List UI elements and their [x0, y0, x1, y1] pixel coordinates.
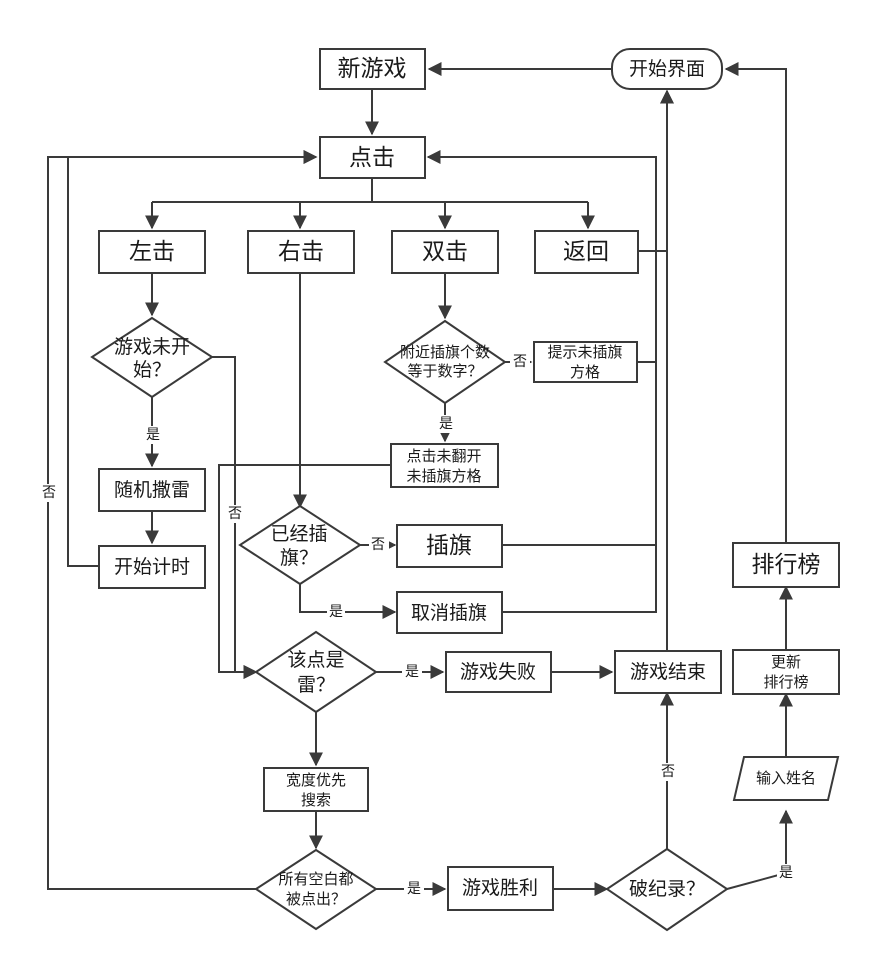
label-all-blank-yes: 是 — [407, 881, 421, 897]
edge-unflagged-to-mine — [218, 464, 391, 679]
svg-text:取消插旗: 取消插旗 — [411, 602, 487, 624]
svg-text:开始计时: 开始计时 — [114, 556, 190, 578]
node-game-fail: 游戏失败 — [445, 651, 552, 693]
node-already-flagged: 已经插 旗？ — [238, 504, 362, 586]
svg-text:点击未翻开: 点击未翻开 — [406, 447, 481, 465]
svg-text:开始界面: 开始界面 — [629, 58, 705, 80]
node-new-game: 新游戏 — [319, 48, 426, 90]
node-click: 点击 — [319, 136, 426, 179]
node-start-screen: 开始界面 — [611, 48, 723, 90]
node-input-name: 输入姓名 — [732, 756, 840, 801]
svg-text:方格: 方格 — [570, 363, 600, 381]
node-double-click: 双击 — [391, 230, 499, 274]
svg-text:等于数字？: 等于数字？ — [407, 362, 482, 380]
node-start-timer: 开始计时 — [98, 545, 206, 589]
edge-click-branch — [152, 178, 588, 203]
svg-text:宽度优先: 宽度优先 — [286, 771, 346, 789]
edge-back-to-start — [638, 89, 674, 252]
svg-text:左击: 左击 — [129, 239, 175, 265]
svg-text:返回: 返回 — [563, 239, 609, 265]
node-update-rank: 更新 排行榜 — [732, 649, 840, 695]
label-flagged-no: 否 — [371, 537, 385, 553]
node-back: 返回 — [534, 230, 639, 274]
label-all-blank-no: 否 — [42, 485, 56, 501]
svg-text:所有空白都: 所有空白都 — [278, 870, 353, 888]
svg-text:排行榜: 排行榜 — [752, 552, 821, 578]
svg-text:双击: 双击 — [422, 239, 468, 265]
label-not-started-yes: 是 — [146, 427, 160, 443]
node-game-not-started: 游戏未开 始？ — [90, 316, 214, 399]
svg-text:排行榜: 排行榜 — [763, 673, 808, 691]
svg-text:随机撒雷: 随机撒雷 — [114, 479, 190, 501]
svg-text:插旗: 插旗 — [426, 533, 472, 559]
svg-text:点击: 点击 — [349, 145, 395, 171]
node-right-click: 右击 — [247, 230, 355, 274]
edge-all-blank-no — [47, 150, 318, 890]
svg-text:雷？: 雷？ — [297, 674, 335, 696]
label-flagged-yes: 是 — [329, 604, 343, 620]
svg-text:未插旗方格: 未插旗方格 — [406, 467, 481, 485]
svg-text:右击: 右击 — [278, 239, 324, 265]
svg-text:该点是: 该点是 — [287, 649, 344, 671]
node-click-unflagged: 点击未翻开 未插旗方格 — [390, 443, 499, 488]
svg-text:游戏胜利: 游戏胜利 — [462, 877, 538, 899]
node-hint-unflagged: 提示未插旗 方格 — [533, 341, 638, 383]
label-record-no: 否 — [661, 764, 675, 780]
edge-flagged-yes — [299, 584, 397, 619]
node-flags-equal-number: 附近插旗个数 等于数字？ — [383, 319, 507, 405]
svg-text:被点出？: 被点出？ — [286, 890, 346, 908]
svg-text:更新: 更新 — [771, 653, 801, 671]
node-break-record: 破纪录？ — [605, 847, 729, 932]
label-check-yes: 是 — [439, 416, 453, 432]
node-is-mine: 该点是 雷？ — [254, 630, 378, 714]
svg-text:破纪录？: 破纪录？ — [629, 878, 705, 900]
svg-text:始？: 始？ — [133, 359, 171, 381]
node-game-win: 游戏胜利 — [447, 866, 554, 911]
edge-labels: 是 否 否 是 否 是 是 否 是 否 是 — [40, 353, 795, 898]
svg-text:游戏未开: 游戏未开 — [114, 336, 190, 358]
node-cancel-flag: 取消插旗 — [396, 591, 503, 634]
label-check-no: 否 — [513, 354, 527, 370]
nodes: 新游戏 开始界面 点击 左击 右击 双击 返回 — [90, 48, 840, 932]
node-left-click: 左击 — [98, 230, 206, 274]
label-mine-yes: 是 — [405, 664, 419, 680]
label-record-yes: 是 — [779, 865, 793, 881]
svg-text:游戏结束: 游戏结束 — [630, 661, 706, 683]
svg-text:已经插: 已经插 — [270, 523, 327, 545]
node-random-mines: 随机撒雷 — [98, 468, 206, 512]
svg-text:旗？: 旗？ — [280, 547, 318, 569]
svg-text:输入姓名: 输入姓名 — [756, 769, 816, 787]
edge-return-to-click — [428, 157, 657, 613]
node-all-blank-clicked: 所有空白都 被点出？ — [254, 848, 378, 931]
svg-text:新游戏: 新游戏 — [338, 56, 407, 82]
svg-text:游戏失败: 游戏失败 — [460, 661, 536, 683]
svg-text:提示未插旗: 提示未插旗 — [547, 343, 622, 361]
label-not-started-no: 否 — [228, 506, 242, 522]
node-leaderboard: 排行榜 — [732, 542, 840, 588]
edge-board-to-start — [724, 62, 787, 543]
svg-text:附近插旗个数: 附近插旗个数 — [400, 343, 490, 361]
svg-text:搜索: 搜索 — [301, 791, 331, 809]
node-game-over: 游戏结束 — [614, 650, 722, 694]
node-bfs: 宽度优先 搜索 — [263, 767, 369, 812]
node-place-flag: 插旗 — [396, 524, 503, 568]
